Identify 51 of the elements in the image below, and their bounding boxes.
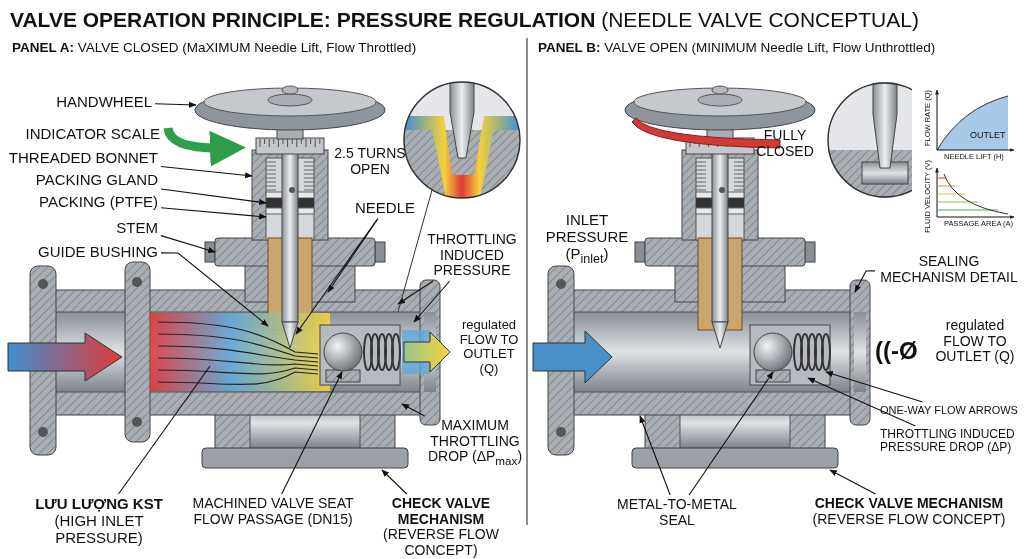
leader-line xyxy=(807,377,916,427)
callout-label: METAL-TO-METAL SEAL xyxy=(612,497,742,529)
leader-line xyxy=(829,469,877,495)
leader-line xyxy=(327,218,379,293)
panel-heading: PANEL A: VALVE CLOSED (MaXIMUM Needle Lift, Flow Throttled) xyxy=(12,40,417,56)
chart-label: OUTLET xyxy=(970,130,1006,141)
leader-line xyxy=(688,371,774,496)
callout-label: MACHINED VALVE SEAT FLOW PASSAGE (DN15) xyxy=(192,496,354,528)
leader-line xyxy=(397,280,434,305)
leader-line xyxy=(160,188,267,206)
leader-line xyxy=(639,415,671,496)
callout-label: PACKING (PTFE) xyxy=(39,194,158,211)
callout-label: THROTTLING INDUCED PRESSURE DROP (ΔP) xyxy=(880,428,1020,455)
leader-line xyxy=(413,280,451,323)
panel-heading: PANEL B: VALVE OPEN (MINIMUM Needle Lift, Flow Unthrottled) xyxy=(538,40,936,56)
callout-subtext: (HIGH INLET PRESSURE) xyxy=(53,512,145,547)
leader-line xyxy=(160,235,216,253)
callout-heading: CHECK VALVE MECHANISM xyxy=(813,496,1005,512)
callout-label: THROTTLING INDUCED PRESSURE xyxy=(420,232,524,279)
callout-label: ONE-WAY FLOW ARROWS xyxy=(880,404,1018,417)
callout-subtext: (REVERSE FLOW CONCEPT) xyxy=(382,527,500,559)
callout-label: PACKING GLAND xyxy=(35,172,158,189)
diagram-title: VALVE OPERATION PRINCIPLE: PRESSURE REGULATION (NEEDLE VALVE CONCEPTUAL) xyxy=(10,8,919,32)
leader-line xyxy=(117,365,211,495)
callout-subtext: (REVERSE FLOW CONCEPT) xyxy=(812,511,1006,528)
annotation-label: INLET PRESSURE (P$_{inlet}$) xyxy=(544,212,630,266)
callout-label: STEM xyxy=(116,220,158,237)
flow-symbol-label: ((-Ø xyxy=(875,338,918,365)
callout-label: MAXIMUM THROTTLING DROP (ΔP$_{max}$) xyxy=(425,418,525,468)
annotation-label: FULLY CLOSED xyxy=(755,128,815,160)
leader-line xyxy=(160,207,267,220)
leader-line xyxy=(295,218,379,335)
annotation-label: regulated FLOW TO OUTLET (Q) xyxy=(934,318,1016,365)
callout-label: HANDWHEEL xyxy=(56,94,152,111)
leader-line xyxy=(160,165,253,179)
leader-line xyxy=(381,469,408,495)
leader-line xyxy=(854,270,876,293)
annotation-label: 2.5 TURNS OPEN xyxy=(334,146,406,178)
annotation-label: INDICATOR SCALE xyxy=(25,126,160,143)
leader-line xyxy=(281,371,343,495)
callout-heading: LƯU LƯỢNG KST xyxy=(34,496,164,513)
leader-line xyxy=(825,371,924,403)
callout-label: NEEDLE xyxy=(355,200,415,217)
callout-label: SEALING MECHANISM DETAIL xyxy=(878,254,1020,286)
callout-label: THREADED BONNET xyxy=(8,150,158,167)
leader-line xyxy=(401,403,426,417)
annotation-label: regulated FLOW TO OUTLET (Q) xyxy=(458,318,520,377)
leader-line xyxy=(160,252,269,327)
callout-heading: CHECK VALVE MECHANISM xyxy=(390,496,492,528)
leader-line xyxy=(154,101,197,108)
callout-label: GUIDE BUSHING xyxy=(38,244,158,261)
